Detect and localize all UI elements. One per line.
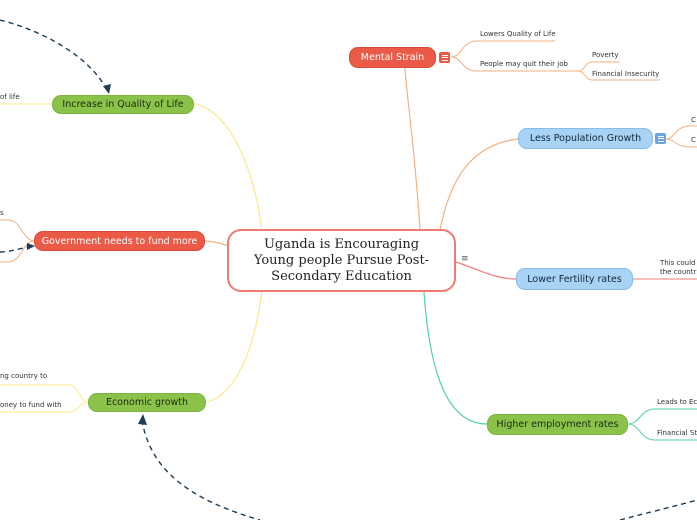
leaf-financial-stability[interactable]: Financial St (657, 429, 697, 437)
node-economic-growth[interactable]: Economic growth (88, 393, 206, 412)
link-central-economic (206, 289, 263, 403)
link-emp-sub2 (627, 423, 697, 441)
leaf-population-c2[interactable]: C (691, 136, 696, 144)
dashed-arrow-quality-head (103, 84, 111, 94)
fragment-economic-2[interactable]: oney to fund with (0, 401, 62, 409)
leaf-fertility-note-2[interactable]: the countr (660, 268, 697, 276)
leaf-fertility-note-1[interactable]: This could (660, 259, 696, 267)
link-job-sub2 (577, 70, 660, 81)
link-gov-fragment (0, 219, 36, 263)
node-higher-employment-rates[interactable]: Higher employment rates (487, 414, 628, 435)
dashed-arrow-gov-head (27, 243, 35, 250)
dashed-arrow-econ (141, 419, 261, 520)
node-government-needs-to-fund-more[interactable]: Government needs to fund more (34, 231, 205, 251)
node-mental-strain[interactable]: Mental Strain (349, 47, 436, 68)
link-central-population (439, 138, 519, 231)
menu-icon[interactable] (655, 133, 666, 144)
leaf-population-c1[interactable]: C (691, 116, 696, 124)
link-mental-sub2 (450, 56, 578, 72)
menu-icon[interactable] (439, 52, 450, 63)
leaf-lowers-quality-of-life[interactable]: Lowers Quality of Life (480, 30, 556, 38)
leaf-people-may-quit-job[interactable]: People may quit their job (480, 60, 568, 68)
link-central-employment (423, 291, 488, 425)
central-topic[interactable]: Uganda is Encouraging Young people Pursu… (227, 229, 456, 292)
dashed-arrow-quality (0, 19, 109, 93)
link-econ-fragment (0, 384, 89, 413)
link-pop-sub (665, 125, 697, 140)
link-central-mental (404, 67, 421, 231)
fragment-quality-of-life[interactable]: of life (0, 93, 20, 101)
link-mental-sub (450, 40, 555, 58)
link-emp-sub (627, 408, 697, 425)
node-increase-quality-of-life[interactable]: Increase in Quality of Life (52, 95, 194, 114)
link-central-fertility (455, 261, 517, 280)
leaf-financial-insecurity[interactable]: Financial Insecurity (592, 70, 660, 78)
node-less-population-growth[interactable]: Less Population Growth (518, 128, 653, 149)
link-pop-sub2 (665, 138, 697, 148)
fragment-economic-1[interactable]: ng country to (0, 372, 48, 380)
link-job-sub (577, 61, 620, 72)
leaf-leads-to-economic[interactable]: Leads to Ec (657, 398, 697, 406)
link-central-government (204, 240, 230, 247)
central-menu-icon[interactable]: ≡ (461, 254, 469, 264)
dashed-arrow-econ-head (138, 414, 147, 425)
node-lower-fertility-rates[interactable]: Lower Fertility rates (516, 268, 633, 290)
leaf-poverty[interactable]: Poverty (592, 51, 619, 59)
link-central-quality (193, 103, 263, 233)
dashed-arrow-bottom-right (619, 499, 697, 520)
fragment-government[interactable]: s (0, 209, 4, 217)
